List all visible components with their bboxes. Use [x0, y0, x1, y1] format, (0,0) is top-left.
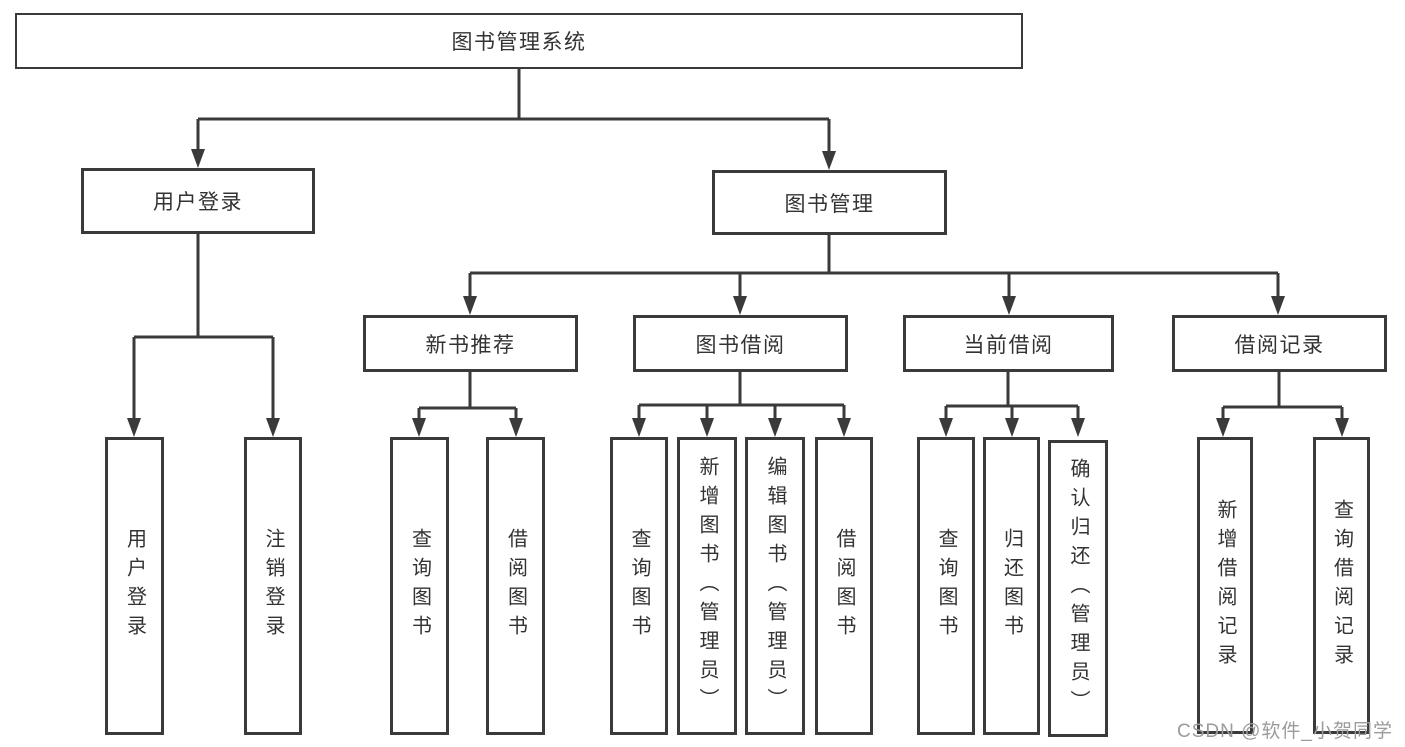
leaf-query-borrow-record: 查询借阅记录 [1313, 437, 1370, 734]
node-label: 查询图书 [935, 528, 957, 644]
node-label: 借阅图书 [833, 528, 855, 644]
arrowhead-icons [127, 149, 1349, 437]
node-label: 注销登录 [262, 528, 284, 644]
leaf-edit-books-admin: 编辑图书（管理员） [745, 437, 805, 735]
leaf-user-login: 用户登录 [105, 437, 164, 735]
leaf-add-borrow-record: 新增借阅记录 [1197, 437, 1253, 734]
node-library-management-system: 图书管理系统 [15, 13, 1023, 69]
node-label: 确认归还（管理员） [1067, 458, 1089, 719]
leaf-query-books-borrowing: 查询图书 [610, 437, 668, 735]
node-book-borrowing: 图书借阅 [633, 315, 848, 372]
node-label: 用户登录 [153, 191, 243, 214]
leaf-query-books-current: 查询图书 [917, 437, 975, 735]
node-label: 图书管理 [784, 192, 875, 216]
node-borrowing-records: 借阅记录 [1172, 315, 1387, 372]
leaf-add-books-admin: 新增图书（管理员） [677, 437, 737, 735]
node-label: 查询图书 [408, 528, 431, 644]
node-label: 新书推荐 [425, 333, 516, 357]
leaf-return-books: 归还图书 [983, 437, 1040, 735]
leaf-query-books-recommendation: 查询图书 [390, 437, 449, 735]
connector-stems [132, 68, 1344, 425]
watermark: CSDN @软件_小贺同学 [1177, 721, 1393, 742]
leaf-logout-login: 注销登录 [244, 437, 302, 735]
leaf-borrow-books-recommendation: 借阅图书 [486, 437, 545, 735]
node-label: 当前借阅 [963, 333, 1054, 357]
leaf-confirm-return-admin: 确认归还（管理员） [1048, 440, 1108, 737]
node-label: 借阅记录 [1234, 333, 1325, 357]
node-label: 借阅图书 [504, 528, 527, 644]
leaf-borrow-books-borrowing: 借阅图书 [815, 437, 873, 735]
node-label: 用户登录 [123, 528, 146, 644]
node-label: 图书管理系统 [451, 31, 587, 54]
node-label: 新增图书（管理员） [696, 455, 718, 717]
node-current-borrowing: 当前借阅 [903, 315, 1114, 372]
node-label: 新增借阅记录 [1214, 498, 1236, 673]
node-new-book-recommendation: 新书推荐 [363, 315, 578, 372]
node-label: 查询借阅记录 [1330, 498, 1353, 673]
node-label: 图书借阅 [695, 333, 786, 357]
node-book-management: 图书管理 [712, 170, 947, 235]
node-label: 编辑图书（管理员） [764, 455, 786, 717]
node-user-login: 用户登录 [81, 168, 315, 234]
node-label: 归还图书 [1000, 528, 1023, 644]
node-label: 查询图书 [628, 528, 650, 644]
